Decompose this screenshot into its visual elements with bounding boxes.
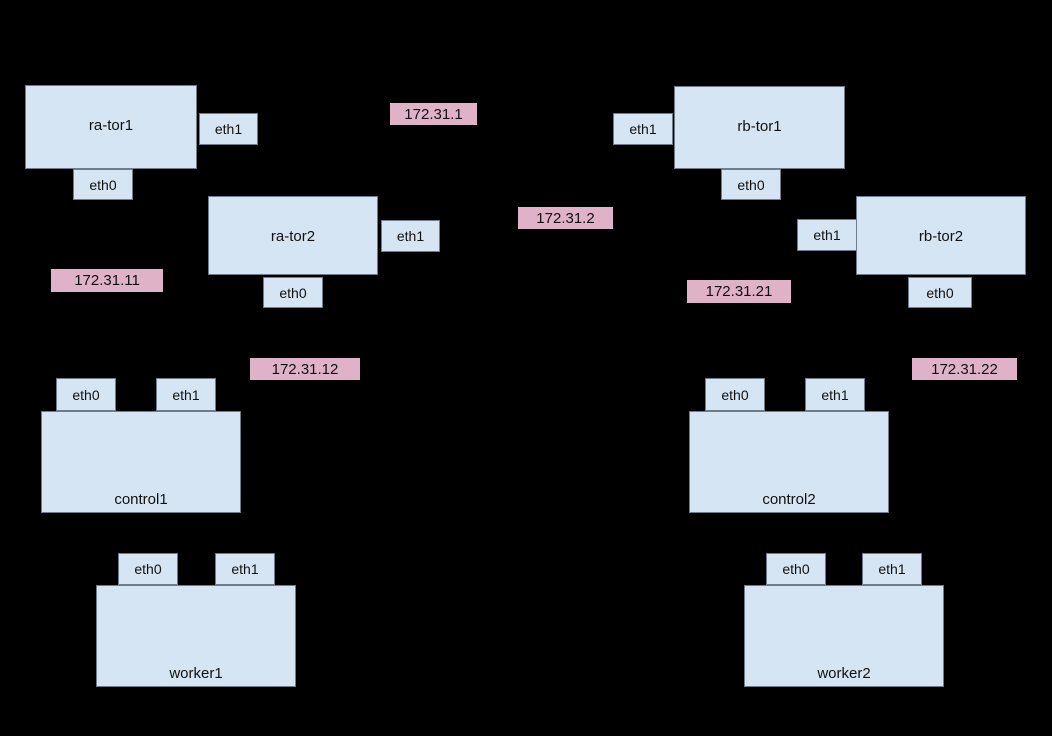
port-ra-tor2-eth1[interactable]: eth1 [381, 220, 440, 252]
port-control1-eth1[interactable]: eth1 [156, 378, 216, 411]
port-rb-tor1-eth1[interactable]: eth1 [613, 113, 673, 145]
node-label-worker1: worker1 [169, 665, 223, 682]
port-control2-eth0[interactable]: eth0 [705, 378, 765, 411]
port-rb-tor1-eth0[interactable]: eth0 [721, 169, 781, 200]
node-rb-tor2[interactable]: rb-tor2 [856, 196, 1026, 275]
port-rb-tor2-eth0[interactable]: eth0 [908, 277, 972, 308]
node-control1[interactable]: control1 [41, 411, 241, 513]
ip-label-ip-172-31-21: 172.31.21 [687, 280, 791, 303]
node-ra-tor2[interactable]: ra-tor2 [208, 196, 378, 275]
node-rb-tor1[interactable]: rb-tor1 [674, 86, 845, 169]
port-worker2-eth1[interactable]: eth1 [862, 553, 922, 585]
node-label-worker2: worker2 [817, 665, 871, 682]
port-worker1-eth0[interactable]: eth0 [118, 553, 178, 585]
node-ra-tor1[interactable]: ra-tor1 [25, 85, 197, 169]
port-control1-eth0[interactable]: eth0 [56, 378, 116, 411]
port-ra-tor1-eth0[interactable]: eth0 [73, 169, 133, 200]
port-rb-tor2-eth1[interactable]: eth1 [797, 219, 857, 251]
ip-label-ip-172-31-22: 172.31.22 [912, 358, 1017, 380]
node-label-control1: control1 [114, 491, 168, 508]
port-ra-tor1-eth1[interactable]: eth1 [199, 113, 258, 145]
node-label-rb-tor2: rb-tor2 [918, 228, 964, 245]
port-worker2-eth0[interactable]: eth0 [766, 553, 826, 585]
node-label-rb-tor1: rb-tor1 [737, 118, 782, 135]
ip-label-ip-172-31-1: 172.31.1 [390, 103, 477, 125]
node-label-ra-tor1: ra-tor1 [88, 117, 134, 134]
port-ra-tor2-eth0[interactable]: eth0 [263, 277, 323, 308]
ip-label-ip-172-31-2: 172.31.2 [518, 207, 613, 229]
port-control2-eth1[interactable]: eth1 [805, 378, 865, 411]
node-worker1[interactable]: worker1 [96, 585, 296, 687]
ip-label-ip-172-31-12: 172.31.12 [250, 358, 360, 380]
node-control2[interactable]: control2 [689, 411, 889, 513]
ip-label-ip-172-31-11: 172.31.11 [51, 269, 163, 292]
port-worker1-eth1[interactable]: eth1 [215, 553, 275, 585]
node-label-ra-tor2: ra-tor2 [270, 228, 316, 245]
node-worker2[interactable]: worker2 [744, 585, 944, 687]
node-label-control2: control2 [762, 491, 816, 508]
